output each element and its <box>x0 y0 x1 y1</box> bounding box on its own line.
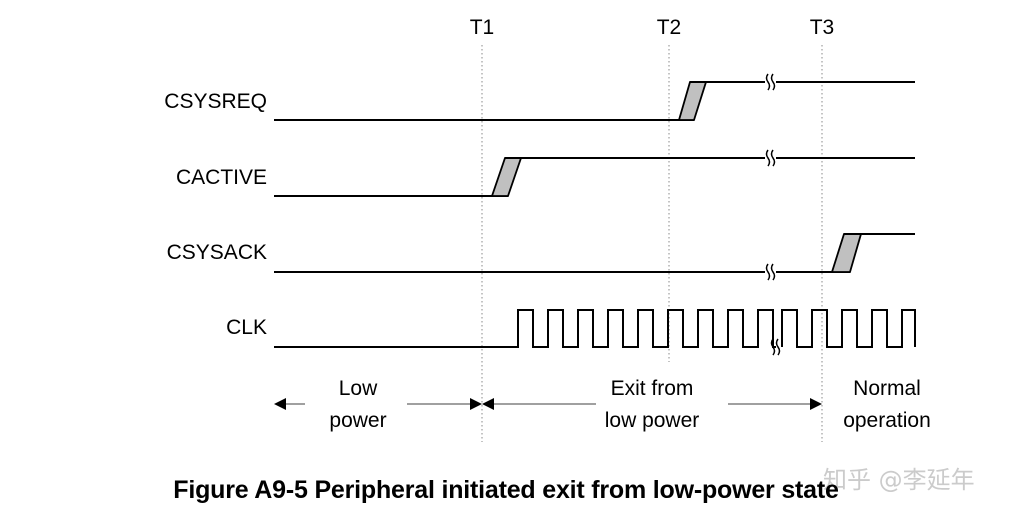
transition-csysreq <box>677 81 708 121</box>
watermark: 知乎 @李延年 <box>823 466 975 494</box>
break-icon <box>765 263 776 281</box>
signal-label-clk: CLK <box>226 316 267 339</box>
break-icon <box>765 73 776 91</box>
transition-csysack <box>830 233 863 273</box>
phase-label-line1: Exit from <box>611 377 694 400</box>
transition-cactive <box>490 157 523 197</box>
break-icon <box>765 149 776 167</box>
waveform-clk <box>274 309 916 356</box>
signal-label-csysack: CSYSACK <box>167 241 267 264</box>
phase-label-line2: power <box>329 409 386 432</box>
marker-label-t3: T3 <box>810 16 835 39</box>
waveform-csysreq <box>274 73 915 121</box>
waveform-csysack <box>274 233 915 281</box>
phase-low-power: Low power <box>274 377 482 432</box>
phase-normal-operation: Normal operation <box>843 377 931 432</box>
marker-label-t1: T1 <box>470 16 495 39</box>
waveform-cactive <box>274 149 915 197</box>
signal-label-csysreq: CSYSREQ <box>164 90 267 113</box>
arrow-right-icon <box>810 398 822 410</box>
phase-label-line1: Low <box>339 377 378 400</box>
signal-label-cactive: CACTIVE <box>176 166 267 189</box>
marker-label-t2: T2 <box>657 16 682 39</box>
arrow-left-icon <box>274 398 286 410</box>
phase-exit-from-low-power: Exit from low power <box>482 377 822 432</box>
phase-label-line1: Normal <box>853 377 921 400</box>
phase-label-line2: low power <box>605 409 700 432</box>
break-icon <box>770 338 781 356</box>
arrow-right-icon <box>470 398 482 410</box>
figure-caption: Figure A9-5 Peripheral initiated exit fr… <box>173 476 839 504</box>
phase-label-line2: operation <box>843 409 931 432</box>
arrow-left-icon <box>482 398 494 410</box>
